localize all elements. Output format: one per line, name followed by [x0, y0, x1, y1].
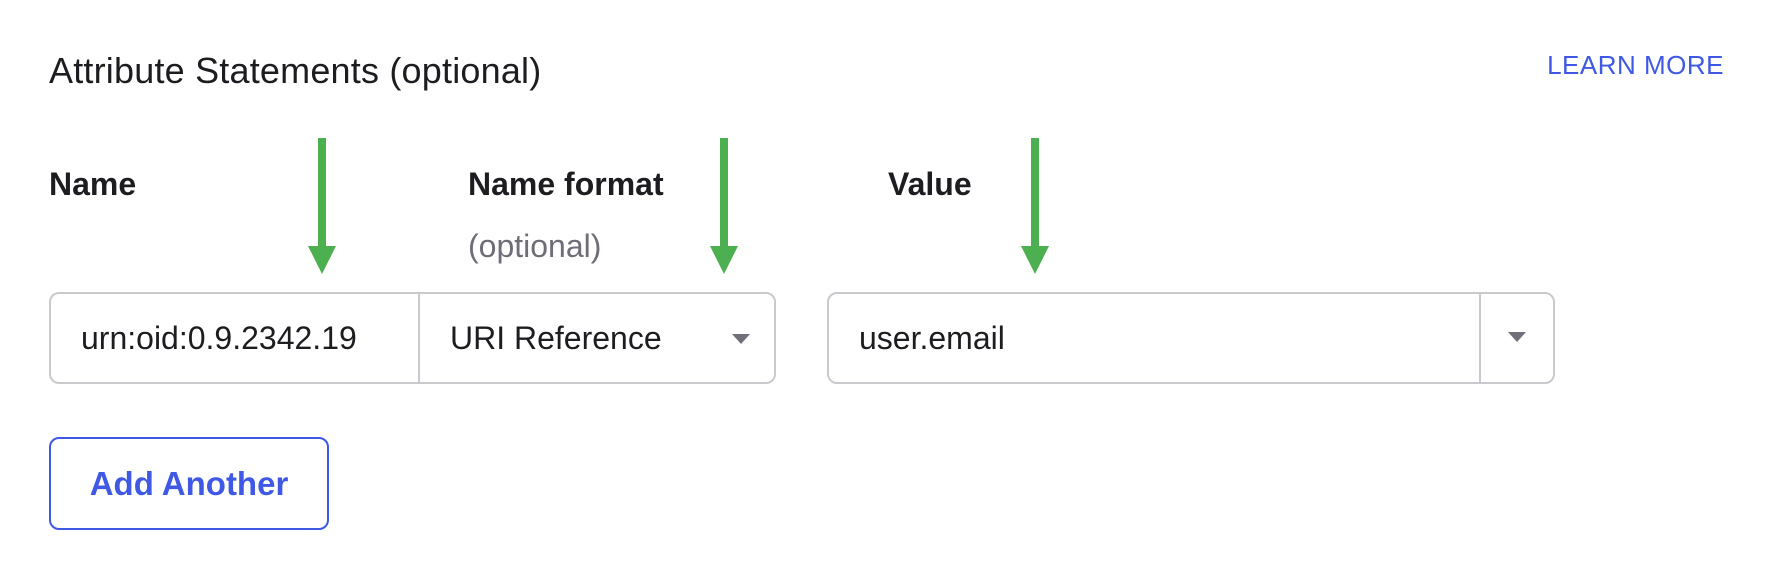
add-another-button[interactable]: Add Another [49, 437, 329, 530]
section-title: Attribute Statements (optional) [49, 50, 542, 91]
attribute-value-input[interactable] [829, 294, 1481, 382]
value-dropdown-toggle[interactable] [1481, 294, 1553, 382]
chevron-down-icon [732, 334, 750, 344]
name-format-selected-value: URI Reference [450, 320, 662, 356]
name-column-label: Name [49, 166, 137, 202]
annotation-arrow-down-icon [710, 138, 738, 274]
value-column-label: Value [888, 166, 972, 202]
attribute-name-input[interactable] [49, 292, 419, 384]
annotation-arrow-down-icon [1021, 138, 1049, 274]
name-format-column-label: Name format [468, 166, 664, 202]
learn-more-link[interactable]: LEARN MORE [1547, 50, 1724, 80]
name-format-optional-hint: (optional) [468, 228, 602, 264]
name-format-select[interactable]: URI Reference [418, 292, 776, 384]
chevron-down-icon [1508, 332, 1526, 342]
annotation-arrow-down-icon [308, 138, 336, 274]
attribute-value-combobox [827, 292, 1555, 384]
